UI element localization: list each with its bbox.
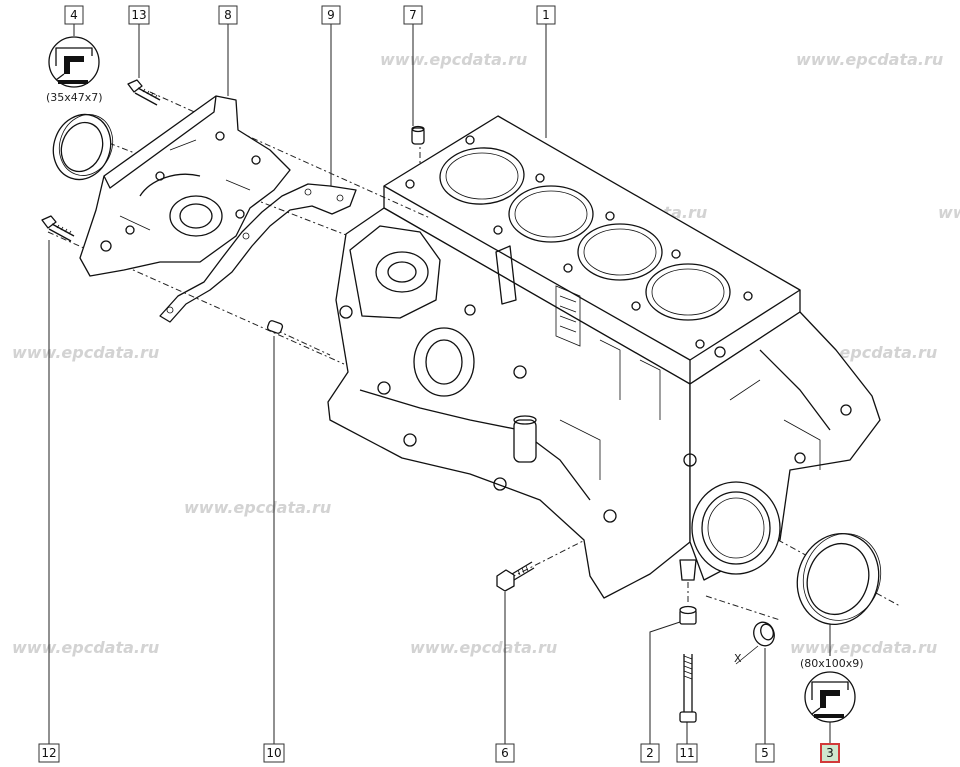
callout-number: 8 [224,8,232,22]
callout-number: 9 [327,8,335,22]
detail-mark: X [734,652,742,665]
callout-number: 2 [646,746,654,760]
callout[interactable]: 7 [403,5,423,25]
leader-lines [48,24,831,744]
callout[interactable]: 9 [321,5,341,25]
callout[interactable]: 5 [755,743,775,763]
watermark: www.epcdata.ru [12,343,159,362]
callout-number: 3 [826,746,834,760]
callout[interactable]: 10 [263,743,285,763]
bolt-6 [496,561,535,592]
bolt-12 [41,215,75,242]
callout-number: 7 [409,8,417,22]
callout-number: 12 [41,746,56,760]
callout-number: 5 [761,746,769,760]
watermark: www.epcdata.ru [790,638,937,657]
watermark: www.epcdata.ru [796,50,943,69]
callout[interactable]: 1 [536,5,556,25]
callout-number: 6 [501,746,509,760]
seal-size-label: (35x47x7) [46,91,103,104]
oil-seal-large [796,533,882,625]
callout[interactable]: 12 [38,743,60,763]
dowel-pin-10 [266,320,284,334]
front-cover [79,95,291,277]
dowel-pin-7 [411,125,425,145]
watermark: www.epcdata.ru [12,638,159,657]
seal-profile-icon [804,671,856,723]
callout[interactable]: 8 [218,5,238,25]
gasket [159,183,357,323]
callout[interactable]: 13 [128,5,150,25]
plug [735,621,775,665]
callout-number: 4 [70,8,78,22]
bolt-13 [127,79,161,106]
bolt-11 [679,654,697,723]
callout-number: 1 [542,8,550,22]
callout[interactable]: 2 [640,743,660,763]
callout[interactable]: 6 [495,743,515,763]
callout[interactable]: 11 [676,743,698,763]
callout-number: 13 [131,8,146,22]
watermark: www.epcdata.ru [938,203,960,222]
callout-number: 11 [679,746,694,760]
callout[interactable]: 4 [64,5,84,25]
bushing [679,605,697,625]
cylinder-block [327,115,881,599]
oil-seal-small [52,113,114,181]
seal-profile-icon [48,36,100,88]
callout-number: 10 [266,746,281,760]
watermark: www.epcdata.ru [410,638,557,657]
watermark: www.epcdata.ru [184,498,331,517]
callout-highlighted[interactable]: 3 [820,743,840,763]
watermark: www.epcdata.ru [380,50,527,69]
seal-size-label: (80x100x9) [800,657,864,670]
